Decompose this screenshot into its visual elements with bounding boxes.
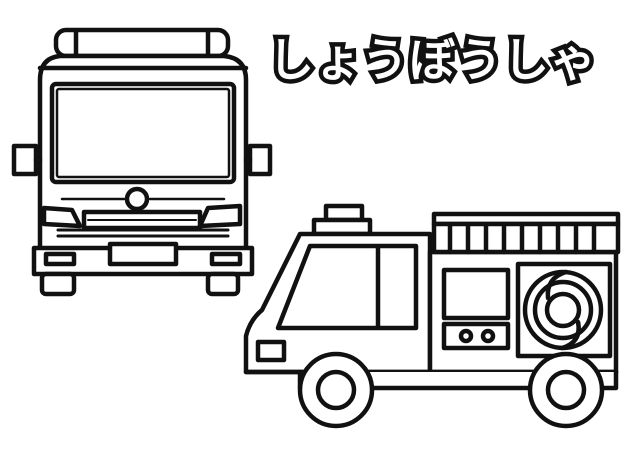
roof-ladder	[431, 211, 621, 255]
right-fog-light	[209, 251, 243, 267]
fire-engine-side-view	[243, 203, 621, 429]
front-windshield	[49, 81, 237, 185]
front-grille	[81, 209, 203, 231]
page-title: しょうぼうしゃ	[264, 29, 601, 92]
left-mirror	[11, 143, 39, 177]
license-plate	[107, 241, 179, 267]
left-fog-light	[43, 251, 77, 267]
right-mirror	[247, 143, 273, 177]
front-emblem	[124, 186, 150, 212]
cab-body	[243, 231, 433, 375]
front-wheel	[297, 351, 375, 429]
rear-wheel	[527, 351, 605, 429]
left-front-wheel	[39, 271, 77, 297]
fire-engine-front-view	[11, 27, 273, 297]
left-headlight	[41, 205, 83, 229]
control-panel-gauges	[441, 321, 511, 351]
cab-window	[275, 243, 419, 331]
right-front-wheel	[205, 271, 241, 297]
roof-tank	[53, 27, 231, 59]
front-lamp	[255, 339, 287, 363]
control-panel-screen	[441, 267, 511, 321]
